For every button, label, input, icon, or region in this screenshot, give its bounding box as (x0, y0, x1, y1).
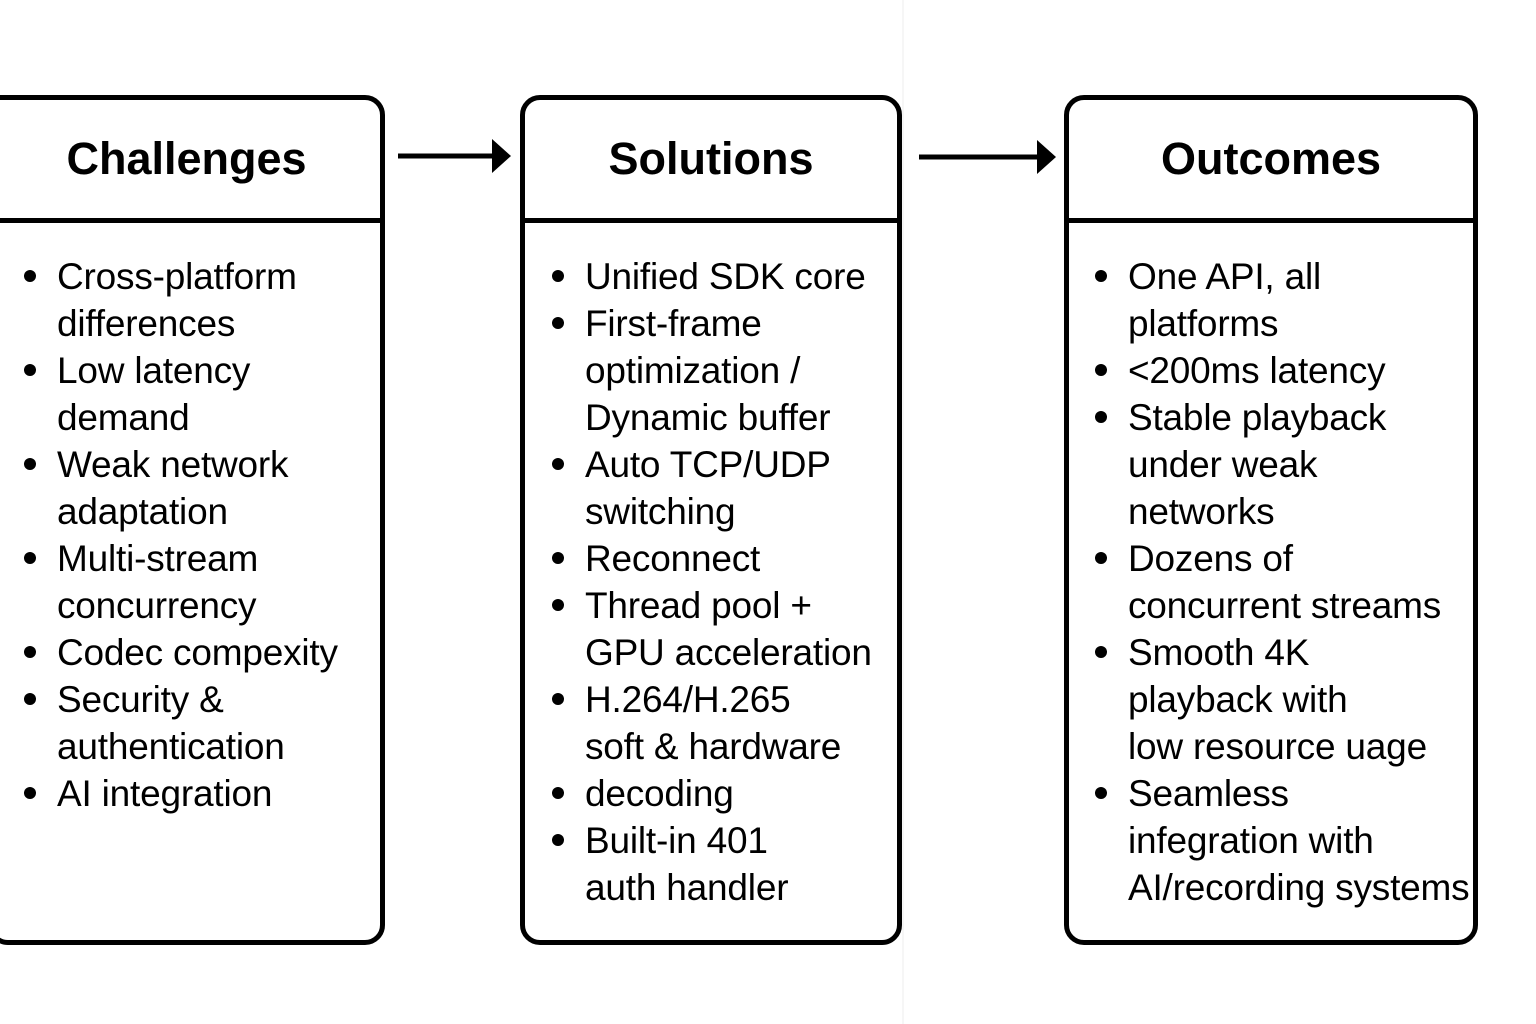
bullet-icon (24, 646, 36, 658)
list-item: Dozens of concurrent streams (1095, 535, 1467, 629)
outcomes-box: Outcomes One API, all platforms <200ms la… (1064, 95, 1478, 945)
list-item-text: One API, all platforms (1128, 256, 1321, 344)
list-item-text: Smooth 4K playback with low resource uag… (1128, 632, 1427, 767)
bullet-icon (24, 458, 36, 470)
list-item-text: Codec compexity (57, 632, 338, 673)
list-item: Auto TCP/UDP switching (552, 441, 891, 535)
list-item-text: Auto TCP/UDP switching (585, 444, 831, 532)
list-item: Codec compexity (24, 629, 374, 676)
arrow-right-icon (919, 140, 1056, 174)
list-item-text: decoding (585, 773, 734, 814)
bullet-icon (24, 270, 36, 282)
list-item: H.264/H.265 soft & hardware (552, 676, 891, 770)
bullet-icon (552, 270, 564, 282)
list-item: Thread pool + GPU acceleration (552, 582, 891, 676)
bullet-icon (24, 693, 36, 705)
arrow-right-icon (398, 139, 511, 173)
list-item-text: AI integration (57, 773, 273, 814)
list-item-text: First-frame optimization / Dynamic buffe… (585, 303, 831, 438)
list-item: Reconnect (552, 535, 891, 582)
list-item: Multi-stream concurrency (24, 535, 374, 629)
bullet-icon (1095, 411, 1107, 423)
bullet-icon (24, 552, 36, 564)
list-item-text: Multi-stream concurrency (57, 538, 259, 626)
list-item-text: Stable playback under weak networks (1128, 397, 1387, 532)
list-item: <200ms latency (1095, 347, 1467, 394)
list-item-text: Dozens of concurrent streams (1128, 538, 1442, 626)
list-item: Cross-platform differences (24, 253, 374, 347)
bullet-icon (1095, 270, 1107, 282)
bullet-icon (552, 458, 564, 470)
list-item: Built-in 401 auth handler (552, 817, 891, 911)
list-item: Weak network adaptation (24, 441, 374, 535)
outcomes-header: Outcomes (1069, 100, 1473, 223)
solutions-title: Solutions (608, 133, 814, 184)
list-item-text: Built-in 401 auth handler (585, 820, 789, 908)
bullet-icon (1095, 646, 1107, 658)
list-item-text: Low latency demand (57, 350, 251, 438)
list-item: Smooth 4K playback with low resource uag… (1095, 629, 1467, 770)
bullet-icon (552, 552, 564, 564)
list-item-text: Unified SDK core (585, 256, 866, 297)
list-item: Stable playback under weak networks (1095, 394, 1467, 535)
outcomes-title: Outcomes (1160, 133, 1382, 184)
bullet-icon (1095, 364, 1107, 376)
list-item-text: Cross-platform differences (57, 256, 297, 344)
bullet-icon (1095, 787, 1107, 799)
list-item-text: Security & authentication (57, 679, 285, 767)
list-item: Security & authentication (24, 676, 374, 770)
list-item-text: Thread pool + GPU acceleration (585, 585, 872, 673)
list-item: Low latency demand (24, 347, 374, 441)
bullet-icon (552, 599, 564, 611)
list-item: First-frame optimization / Dynamic buffe… (552, 300, 891, 441)
bullet-icon (24, 787, 36, 799)
list-item: Seamless infegration with AI/recording s… (1095, 770, 1470, 911)
list-item: One API, all platforms (1095, 253, 1467, 347)
bullet-icon (552, 834, 564, 846)
bullet-icon (552, 317, 564, 329)
list-item: Unified SDK core (552, 253, 891, 300)
bullet-icon (552, 787, 564, 799)
bullet-icon (552, 693, 564, 705)
list-item: decoding (552, 770, 891, 817)
list-item-text: H.264/H.265 soft & hardware (585, 679, 842, 767)
bullet-icon (1095, 552, 1107, 564)
list-item-text: Seamless infegration with AI/recording s… (1128, 773, 1470, 908)
list-item: AI integration (24, 770, 374, 817)
challenges-header: Challenges (0, 100, 380, 223)
challenges-title: Challenges (66, 133, 307, 184)
list-item-text: Weak network adaptation (57, 444, 289, 532)
bullet-icon (24, 364, 36, 376)
solutions-header: Solutions (525, 100, 897, 223)
list-item-text: <200ms latency (1128, 350, 1386, 391)
background-seam (902, 0, 904, 1024)
list-item-text: Reconnect (585, 538, 761, 579)
